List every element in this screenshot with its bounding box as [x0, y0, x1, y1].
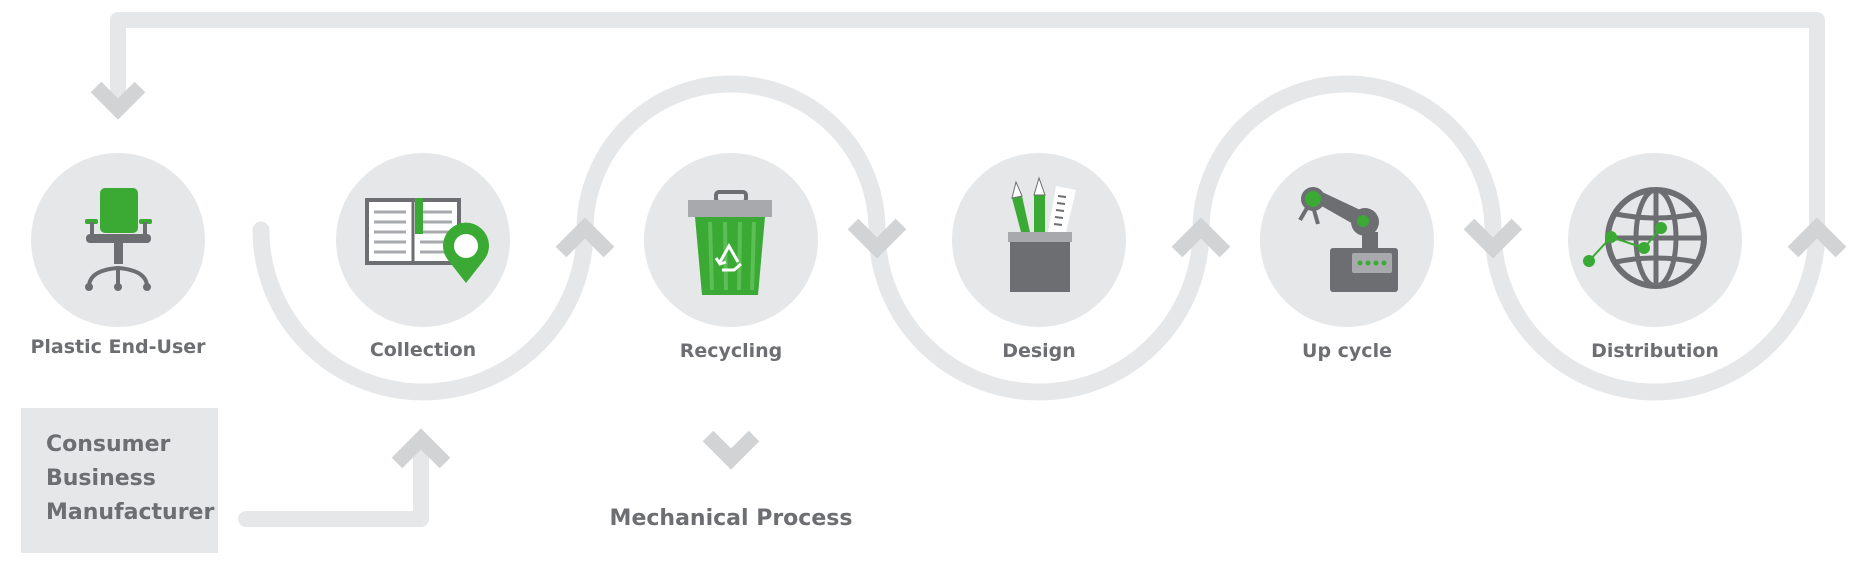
office-chair-icon — [85, 188, 152, 291]
source-line-business: Business — [46, 466, 156, 491]
stage-label-design: Design — [1002, 340, 1076, 362]
chevron-down-1 — [847, 218, 907, 259]
stage-circle-upcycle — [1260, 153, 1434, 327]
return-loop — [110, 12, 1825, 238]
chevron-up-source — [391, 428, 451, 469]
document-location-pin-icon — [365, 198, 490, 283]
stage-label-end-user: Plastic End-User — [30, 336, 206, 358]
stage-label-recycling: Recycling — [679, 340, 783, 362]
recycle-bin-icon — [688, 190, 772, 295]
chevron-up-2 — [1171, 217, 1231, 258]
stage-label-distribution: Distribution — [1591, 340, 1719, 362]
globe-network-icon — [1583, 187, 1707, 289]
source-box: Consumer Business Manufacturer — [21, 408, 218, 553]
chevron-down-process — [702, 430, 760, 470]
chevron-down-return — [90, 81, 146, 120]
flow-track — [252, 75, 1826, 401]
process-label: Mechanical Process — [609, 506, 853, 531]
chevron-down-2 — [1463, 218, 1523, 259]
stage-label-upcycle: Up cycle — [1302, 340, 1392, 362]
source-line-consumer: Consumer — [46, 432, 171, 457]
robotic-arm-icon — [1298, 187, 1398, 292]
stage-label-collection: Collection — [369, 339, 477, 361]
chevron-up-3 — [1787, 217, 1847, 258]
source-connector — [238, 444, 429, 527]
pencil-cup-icon — [1008, 176, 1076, 292]
chevron-up-1 — [555, 217, 615, 258]
source-line-manufacturer: Manufacturer — [46, 500, 215, 525]
